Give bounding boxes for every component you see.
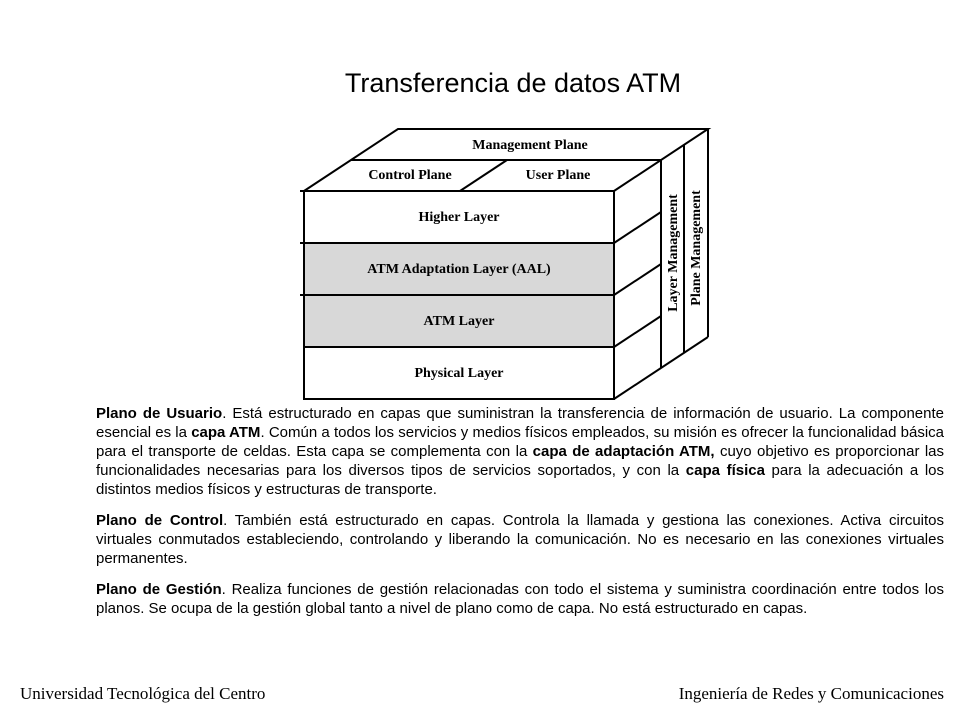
text: cuyo objetivo es proporcionar las funcio… xyxy=(96,443,944,479)
plane-management-label: Plane Management xyxy=(689,190,704,306)
footer-university: Universidad Tecnológica del Centro xyxy=(20,684,266,703)
term-physical-layer: capa física xyxy=(685,462,765,479)
term-control-plane: Plano de Control xyxy=(96,512,224,529)
layer-management-label: Layer Management xyxy=(666,194,681,312)
term-management-plane: Plano de Gestión xyxy=(96,581,222,598)
physical-layer-label: Physical Layer xyxy=(414,366,503,381)
text: . Realiza funciones de gestión relaciona… xyxy=(96,581,944,617)
atm-reference-model-diagram: Management Plane Control Plane User Plan… xyxy=(300,128,712,400)
term-aal: capa de adaptación ATM, xyxy=(532,443,715,460)
user-plane-label: User Plane xyxy=(526,168,591,183)
atm-layer-label: ATM Layer xyxy=(424,314,495,329)
slide-title: Transferencia de datos ATM xyxy=(344,68,682,98)
term-atm-layer: capa ATM xyxy=(191,424,261,441)
aal-layer-label: ATM Adaptation Layer (AAL) xyxy=(367,262,551,277)
body-text: Plano de Usuario. Está estructurado en c… xyxy=(96,404,944,630)
text: . También está estructurado en capas. Co… xyxy=(96,512,945,567)
atm-layer-fill xyxy=(304,295,614,347)
aal-layer-fill xyxy=(304,243,614,295)
term-user-plane: Plano de Usuario xyxy=(96,405,223,422)
management-plane-label: Management Plane xyxy=(472,138,587,153)
text: para la adecuación a los distintos medio… xyxy=(96,462,944,498)
text: . Está estructurado en capas que suminis… xyxy=(96,405,945,441)
higher-layer-label: Higher Layer xyxy=(418,210,499,225)
paragraph-control-plane: Plano de Control. También está estructur… xyxy=(96,511,944,568)
paragraph-user-plane: Plano de Usuario. Está estructurado en c… xyxy=(96,404,944,499)
paragraph-management-plane: Plano de Gestión. Realiza funciones de g… xyxy=(96,580,944,618)
footer-course: Ingeniería de Redes y Comunicaciones xyxy=(678,684,944,703)
text: . Común a todos los servicios y medios f… xyxy=(96,424,944,460)
control-plane-label: Control Plane xyxy=(368,168,451,183)
